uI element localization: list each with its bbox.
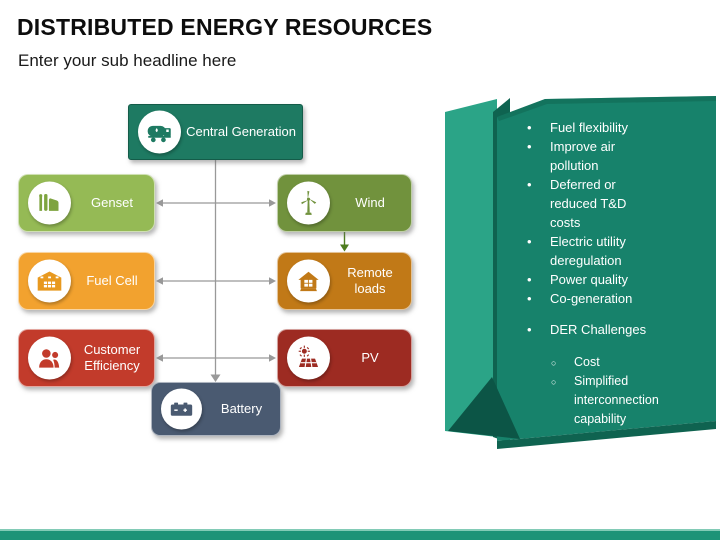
sub-bullet-item: Cost bbox=[524, 353, 656, 373]
node-label: Fuel Cell bbox=[86, 272, 138, 288]
node-pv[interactable]: PV bbox=[277, 329, 412, 387]
node-label: Wind bbox=[355, 194, 385, 210]
people-icon bbox=[28, 336, 71, 380]
bottom-accent-bar bbox=[0, 529, 720, 540]
bullet-item: Co-generation bbox=[524, 289, 656, 308]
node-label: Customer Efficiency bbox=[83, 341, 141, 373]
node-genset[interactable]: Genset bbox=[18, 174, 155, 232]
node-fuel-cell[interactable]: Fuel Cell bbox=[18, 252, 155, 310]
node-label: Central Generation bbox=[186, 123, 296, 139]
warehouse-icon bbox=[28, 259, 71, 303]
node-label: Genset bbox=[91, 194, 133, 210]
slide-subtitle: Enter your sub headline here bbox=[18, 51, 237, 70]
battery-icon bbox=[161, 388, 202, 430]
node-battery[interactable]: Battery bbox=[151, 382, 281, 436]
bullet-item: Power quality bbox=[524, 270, 656, 289]
house-icon bbox=[287, 259, 330, 303]
benefits-list: Fuel flexibility Improve air pollution D… bbox=[524, 118, 656, 308]
sub-bullet-item: Simplified interconnection capability bbox=[524, 372, 659, 429]
fuel-tanker-icon bbox=[138, 110, 181, 154]
challenges-header-list: DER Challenges bbox=[524, 320, 656, 339]
generator-icon bbox=[28, 181, 71, 225]
der-challenges-header: DER Challenges bbox=[524, 320, 656, 339]
slide-title: DISTRIBUTED ENERGY RESOURCES bbox=[17, 14, 433, 40]
bullet-item: Improve air pollution bbox=[524, 137, 656, 175]
challenges-sublist: Cost Simplified interconnection capabili… bbox=[524, 353, 659, 429]
node-wind[interactable]: Wind bbox=[277, 174, 412, 232]
node-label: Remote loads bbox=[347, 264, 393, 296]
benefits-panel-text: Fuel flexibility Improve air pollution D… bbox=[524, 118, 659, 429]
node-label: PV bbox=[361, 349, 379, 365]
bullet-item: Electric utility deregulation bbox=[524, 232, 656, 270]
node-central-generation[interactable]: Central Generation bbox=[128, 104, 303, 160]
node-label: Battery bbox=[220, 400, 263, 416]
solar-panel-icon bbox=[287, 336, 330, 380]
bullet-item: Fuel flexibility bbox=[524, 118, 656, 137]
node-remote-loads[interactable]: Remote loads bbox=[277, 252, 412, 310]
node-customer-efficiency[interactable]: Customer Efficiency bbox=[18, 329, 155, 387]
bullet-item: Deferred or reduced T&D costs bbox=[524, 175, 656, 232]
wind-turbine-icon bbox=[287, 181, 330, 225]
